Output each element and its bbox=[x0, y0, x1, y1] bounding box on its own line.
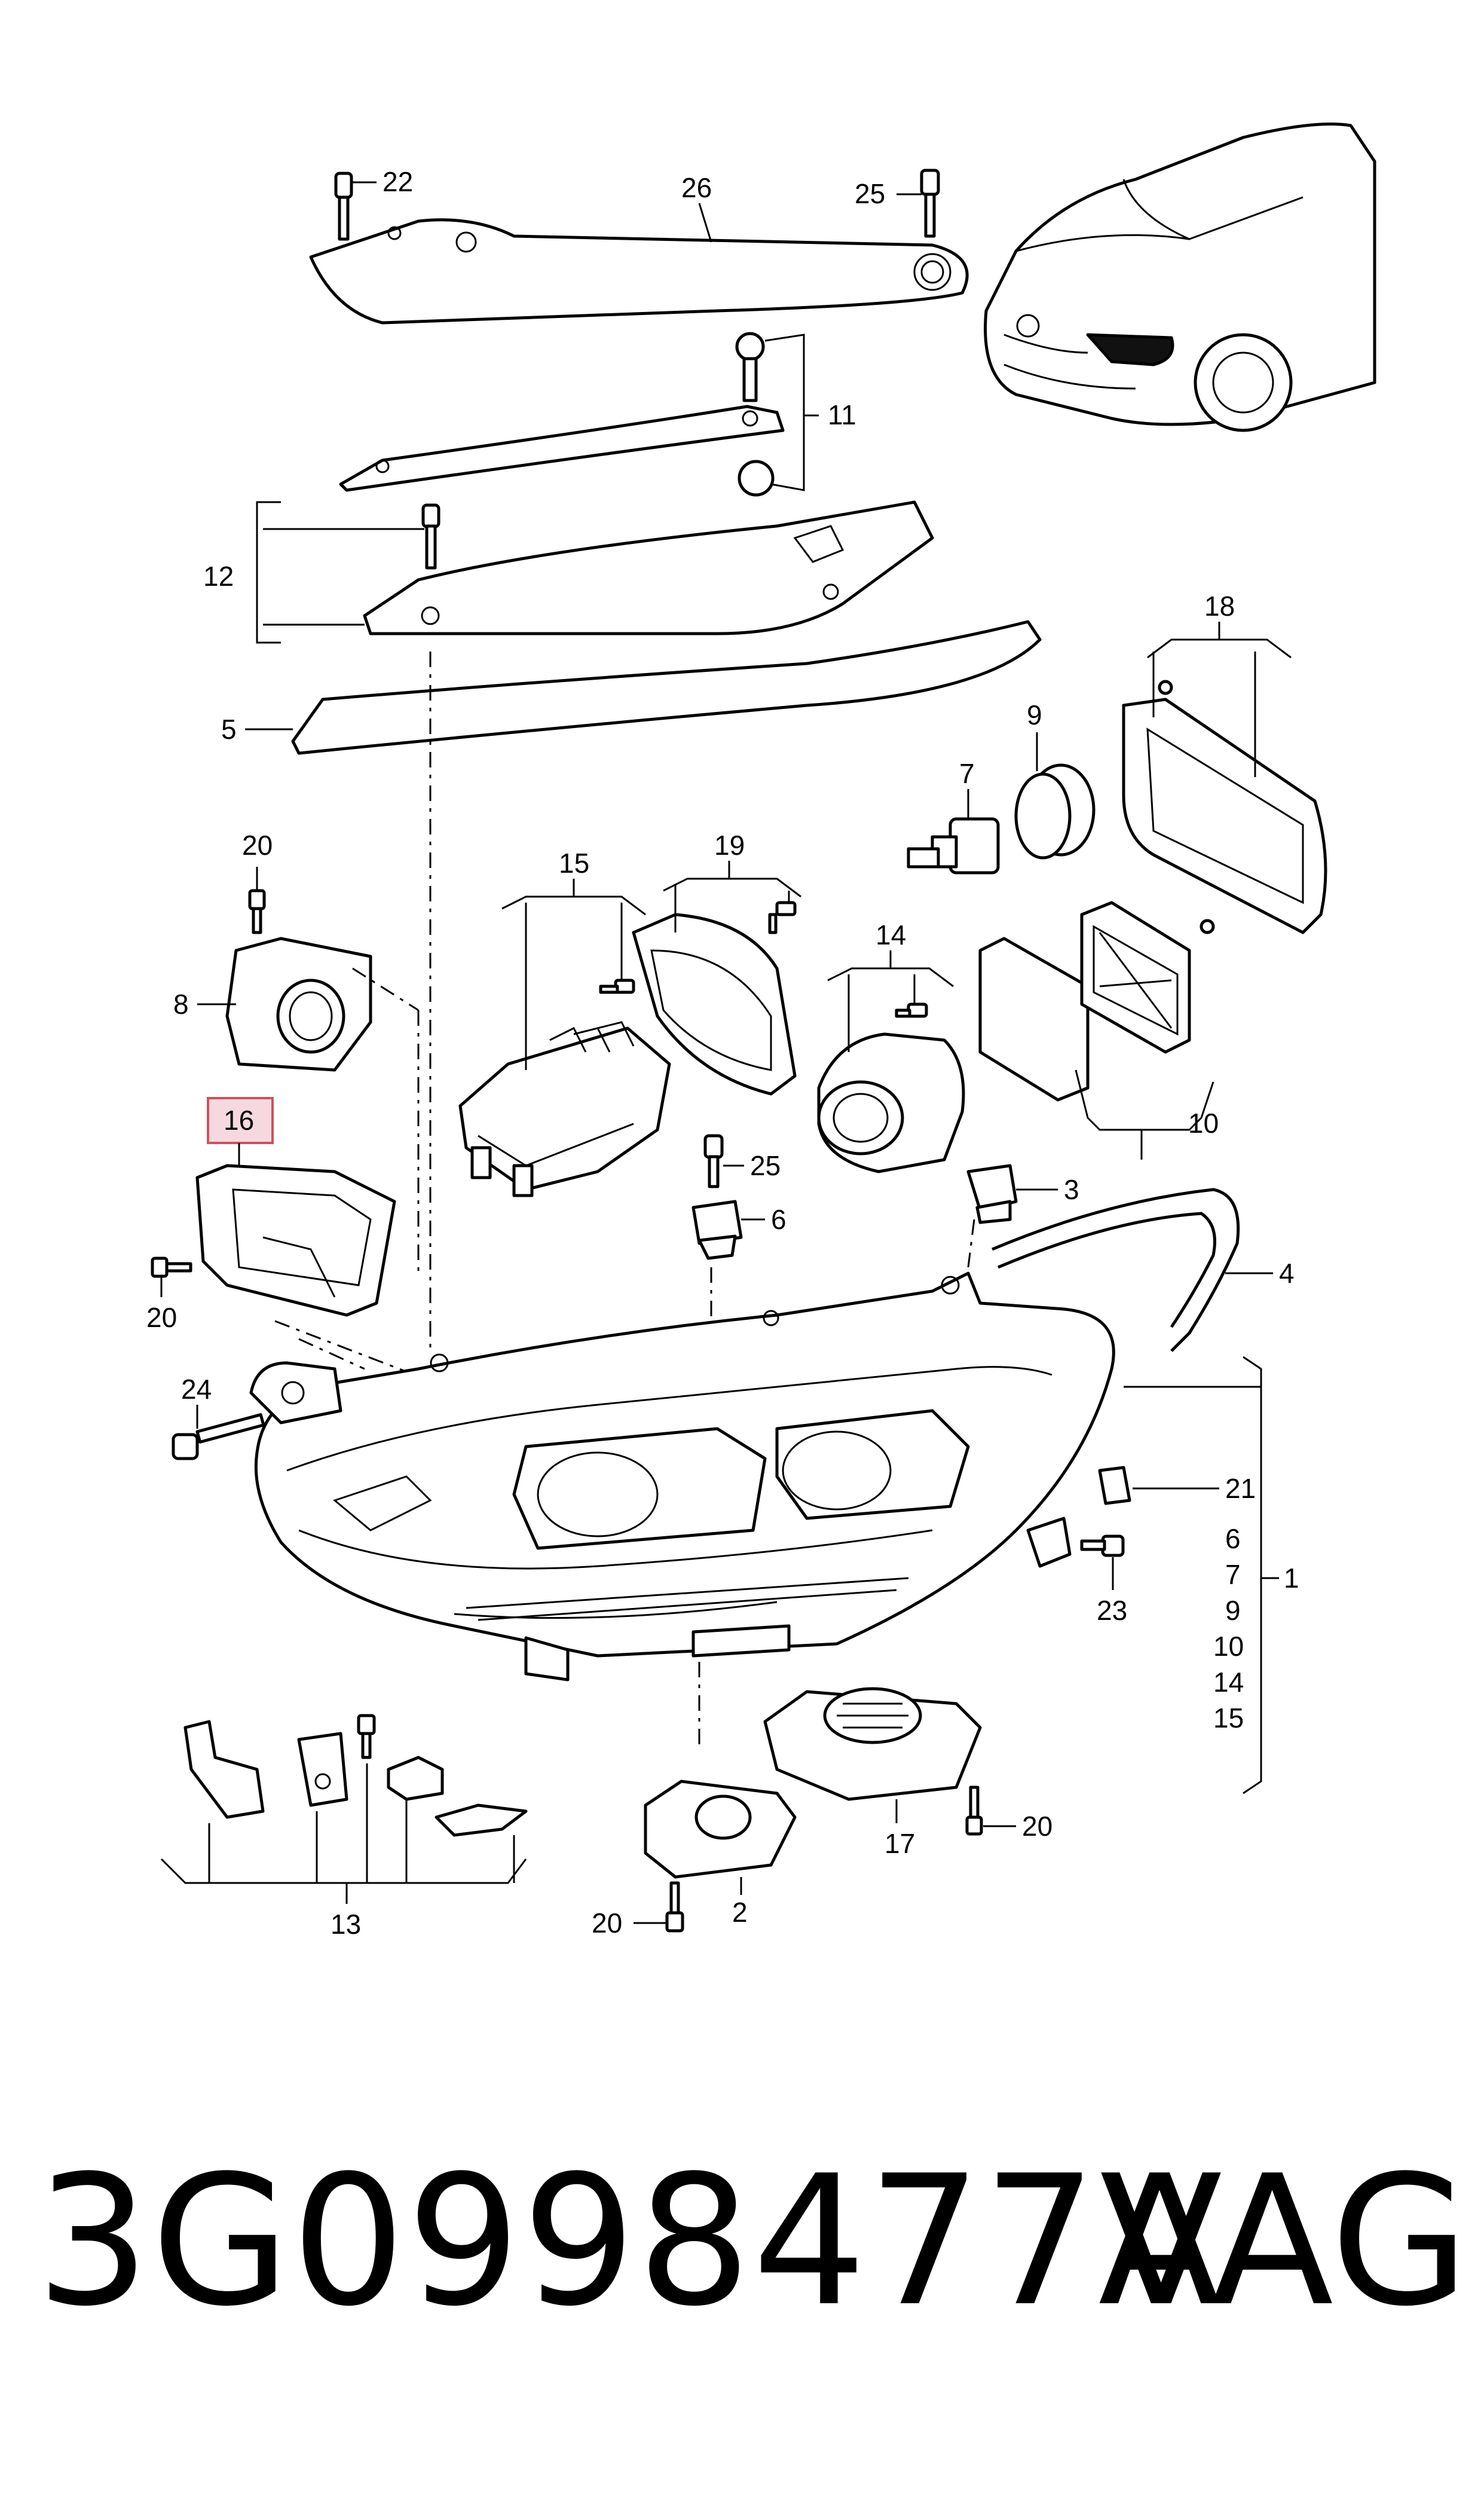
screw-20-right-icon bbox=[965, 1786, 983, 1836]
highlight-box-16 bbox=[207, 1097, 274, 1144]
callout-26: 26 bbox=[681, 172, 712, 203]
bulb-7-icon bbox=[907, 817, 1000, 875]
callout-12: 12 bbox=[203, 561, 234, 592]
callout-8: 8 bbox=[173, 989, 189, 1020]
callout-6: 6 bbox=[771, 1204, 787, 1235]
callout-20-bottom: 20 bbox=[592, 1907, 622, 1939]
group-list-item: 9 bbox=[1225, 1595, 1241, 1626]
callout-15: 15 bbox=[559, 848, 589, 879]
callout-25-lower: 25 bbox=[750, 1150, 781, 1181]
screw-24-icon bbox=[172, 1413, 265, 1460]
callout-2: 2 bbox=[732, 1897, 748, 1928]
callout-24: 24 bbox=[181, 1374, 212, 1405]
exploded-headlight-diagram: 22 25 26 11 12 5 18 9 bbox=[146, 123, 1376, 1940]
callout-13: 13 bbox=[331, 1909, 361, 1940]
callout-20-upper: 20 bbox=[242, 830, 273, 861]
callout-9: 9 bbox=[1027, 699, 1042, 730]
screw-22-icon bbox=[334, 172, 353, 241]
callout-11: 11 bbox=[828, 399, 856, 430]
headlight-housing bbox=[254, 1271, 1115, 1682]
group-list-item: 10 bbox=[1213, 1631, 1244, 1662]
screw-25-lower-icon bbox=[703, 1134, 724, 1188]
group-list-item: 6 bbox=[1225, 1523, 1241, 1554]
callout-3: 3 bbox=[1064, 1174, 1079, 1205]
callout-14: 14 bbox=[876, 919, 906, 950]
screw-15-icon bbox=[599, 979, 635, 994]
car-illustration bbox=[984, 123, 1376, 432]
callout-16: 16 bbox=[224, 1105, 254, 1136]
screw-23-icon bbox=[1080, 1534, 1125, 1557]
screw-19-icon bbox=[768, 901, 797, 934]
part-number-label: 3G0998477A bbox=[36, 2137, 1222, 2346]
callout-17: 17 bbox=[885, 1828, 915, 1859]
callout-21: 21 bbox=[1225, 1473, 1256, 1504]
callout-23: 23 bbox=[1097, 1595, 1127, 1626]
callout-1: 1 bbox=[1284, 1563, 1299, 1594]
callout-22: 22 bbox=[383, 166, 413, 197]
group-list-item: 15 bbox=[1213, 1702, 1244, 1734]
clip-11-icon bbox=[735, 332, 775, 497]
group-list: 6 7 9 10 14 15 bbox=[1213, 1523, 1244, 1734]
callout-10: 10 bbox=[1188, 1108, 1219, 1139]
callout-7: 7 bbox=[959, 758, 975, 789]
screw-13-icon bbox=[357, 1714, 376, 1759]
screw-25-icon bbox=[920, 169, 940, 238]
screw-20-upper-icon bbox=[248, 889, 266, 934]
brand-label: VAG bbox=[1100, 2137, 1470, 2346]
callout-18: 18 bbox=[1204, 591, 1235, 622]
screw-12-icon bbox=[421, 503, 440, 570]
callout-20-right: 20 bbox=[1022, 1811, 1052, 1842]
group-list-item: 14 bbox=[1213, 1667, 1244, 1698]
screw-20-left-icon bbox=[151, 1257, 192, 1278]
screw-14-icon bbox=[895, 1002, 928, 1018]
group-list-item: 7 bbox=[1225, 1559, 1241, 1590]
callout-25-top: 25 bbox=[855, 178, 885, 209]
callout-20-left: 20 bbox=[146, 1302, 177, 1333]
callout-5: 5 bbox=[221, 714, 237, 745]
screw-20-bottom-icon bbox=[665, 1881, 684, 1933]
callout-19: 19 bbox=[714, 830, 745, 861]
callout-4: 4 bbox=[1279, 1258, 1295, 1289]
